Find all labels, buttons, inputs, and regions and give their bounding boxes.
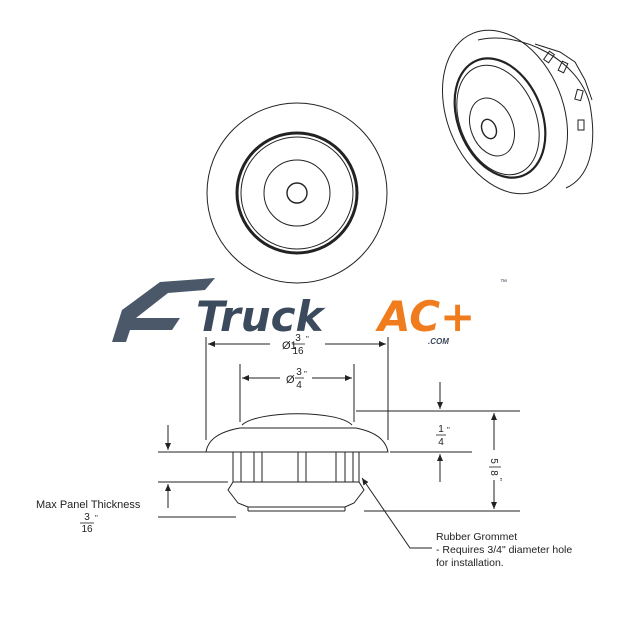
callout-line-1: Rubber Grommet <box>436 531 517 543</box>
top-view-center-hole <box>286 182 308 204</box>
isometric-center-hole <box>480 118 498 140</box>
overall-diameter-prefix: Ø1 <box>282 340 297 352</box>
logo-trademark: ™ <box>500 279 507 286</box>
dimension-lines <box>158 337 520 549</box>
panel-thickness-num: 3 <box>84 512 90 523</box>
hole-diameter-unit: " <box>304 370 307 379</box>
side-view-flange <box>205 427 389 453</box>
logo-word-truck: Truck <box>196 292 327 341</box>
side-view <box>205 413 389 512</box>
hole-diameter-den: 4 <box>296 380 302 391</box>
top-view-inner-dome <box>263 159 331 227</box>
panel-thickness-unit: " <box>95 514 98 523</box>
overall-diameter-unit: " <box>306 335 309 344</box>
isometric-view <box>442 29 594 195</box>
hole-diameter-prefix: Ø <box>286 374 295 386</box>
dimension-labels: Ø1 3 16 " Ø 3 4 " 1 4 " 5 8 " Max Panel … <box>36 333 572 569</box>
top-view <box>206 102 388 284</box>
truck-silhouette-icon <box>112 278 215 342</box>
side-view-dome <box>241 413 353 426</box>
total-height-den: 8 <box>488 470 499 476</box>
top-view-seat-ring <box>235 131 359 255</box>
overall-diameter-den: 16 <box>292 346 304 357</box>
truckac-logo-watermark: Truck AC+ .COM ™ <box>112 278 507 346</box>
isometric-flange <box>442 29 568 195</box>
hole-diameter-num: 3 <box>296 367 302 378</box>
total-height-unit: " <box>494 478 503 481</box>
logo-word-ac: AC+ <box>375 292 475 341</box>
panel-thickness-den: 16 <box>81 524 93 535</box>
top-view-outer-flange <box>206 102 388 284</box>
overall-diameter-num: 3 <box>295 333 301 344</box>
flange-height-unit: " <box>447 426 450 435</box>
flange-height-num: 1 <box>438 424 444 435</box>
side-view-barrel <box>232 451 360 483</box>
panel-thickness-label: Max Panel Thickness <box>36 499 141 511</box>
callout-line-3: for installation. <box>436 557 504 569</box>
callout-line-2: - Requires 3/4" diameter hole <box>436 544 572 556</box>
total-height-num: 5 <box>488 458 499 464</box>
logo-suffix: .COM <box>428 337 449 346</box>
flange-height-den: 4 <box>438 437 444 448</box>
